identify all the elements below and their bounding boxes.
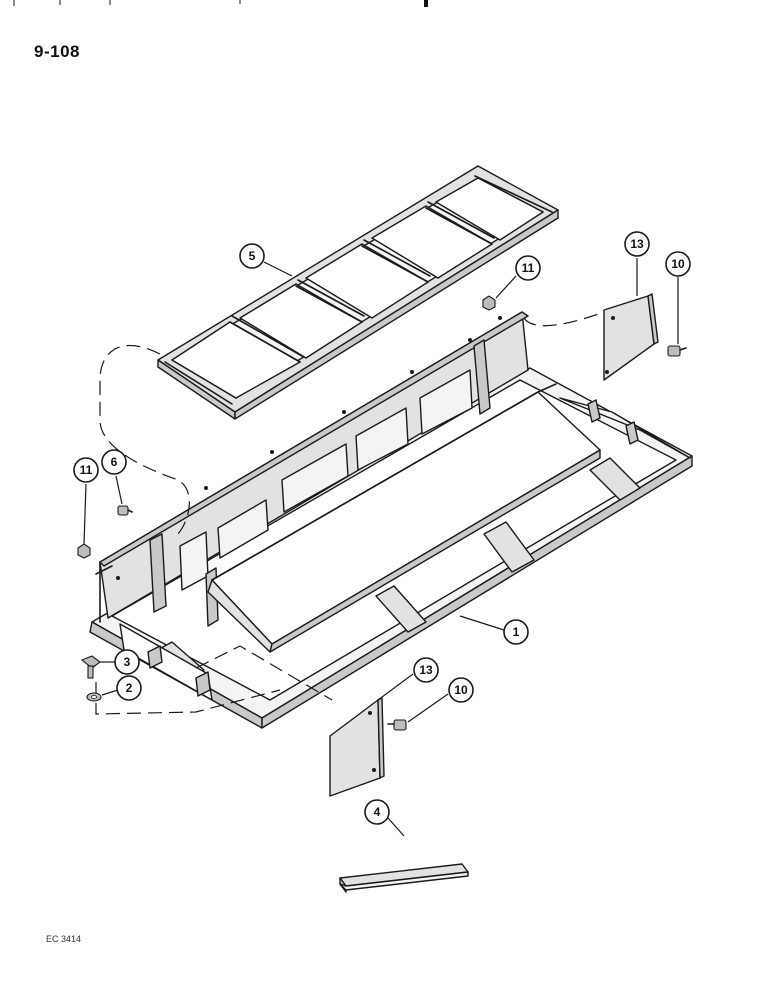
nut-11-upper [482, 295, 496, 311]
part-1-tray [89, 311, 693, 729]
callout-13-lower: 13 [413, 657, 439, 683]
callout-11-upper: 11 [515, 255, 541, 281]
part-5-top-frame [157, 165, 559, 420]
callout-6: 6 [101, 449, 127, 475]
svg-text:11: 11 [522, 261, 535, 275]
screw-10-upper [667, 345, 687, 357]
nut-11-left [77, 543, 91, 559]
callout-3: 3 [114, 649, 140, 675]
svg-text:13: 13 [630, 237, 644, 251]
callout-10-lower: 10 [448, 677, 474, 703]
part-13-upper-cover [603, 293, 659, 381]
catalog-code: EC 3414 [46, 934, 82, 944]
svg-text:11: 11 [80, 463, 93, 477]
screw-6 [117, 505, 133, 516]
callouts: 5 13 10 11 6 11 1 3 [73, 231, 691, 825]
callout-11-left: 11 [73, 457, 99, 483]
callout-1: 1 [503, 619, 529, 645]
svg-text:4: 4 [374, 805, 381, 819]
svg-text:3: 3 [124, 655, 131, 669]
svg-text:10: 10 [454, 683, 468, 697]
svg-text:2: 2 [126, 681, 133, 695]
fasteners [77, 295, 687, 731]
scan-marks [13, 0, 428, 7]
leader-lines [83, 258, 679, 837]
bolt-3 [80, 655, 101, 679]
callout-5: 5 [239, 243, 265, 269]
screw-10-lower [387, 719, 407, 731]
svg-text:5: 5 [249, 249, 256, 263]
svg-text:6: 6 [111, 455, 118, 469]
callout-10-upper: 10 [665, 251, 691, 277]
svg-text:1: 1 [513, 625, 520, 639]
callout-4: 4 [364, 799, 390, 825]
assembly-dash-lines [95, 311, 605, 715]
part-4-strip [339, 863, 469, 893]
callout-13-upper: 13 [624, 231, 650, 257]
svg-text:13: 13 [419, 663, 433, 677]
svg-text:10: 10 [671, 257, 685, 271]
part-13-lower-cover [329, 697, 385, 797]
page-title: 9-108 [34, 42, 80, 61]
callout-2: 2 [116, 675, 142, 701]
